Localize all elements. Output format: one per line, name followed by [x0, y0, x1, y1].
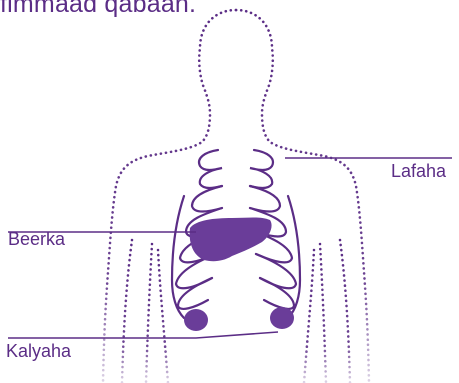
left-kidney-organ — [184, 309, 208, 331]
label-kidneys: Kalyaha — [6, 341, 71, 362]
body-outline — [103, 10, 369, 383]
right-kidney-organ — [270, 307, 294, 329]
kidneys-leader-line — [8, 332, 278, 338]
label-lungs: Lafaha — [391, 161, 446, 182]
label-liver: Beerka — [8, 229, 65, 250]
